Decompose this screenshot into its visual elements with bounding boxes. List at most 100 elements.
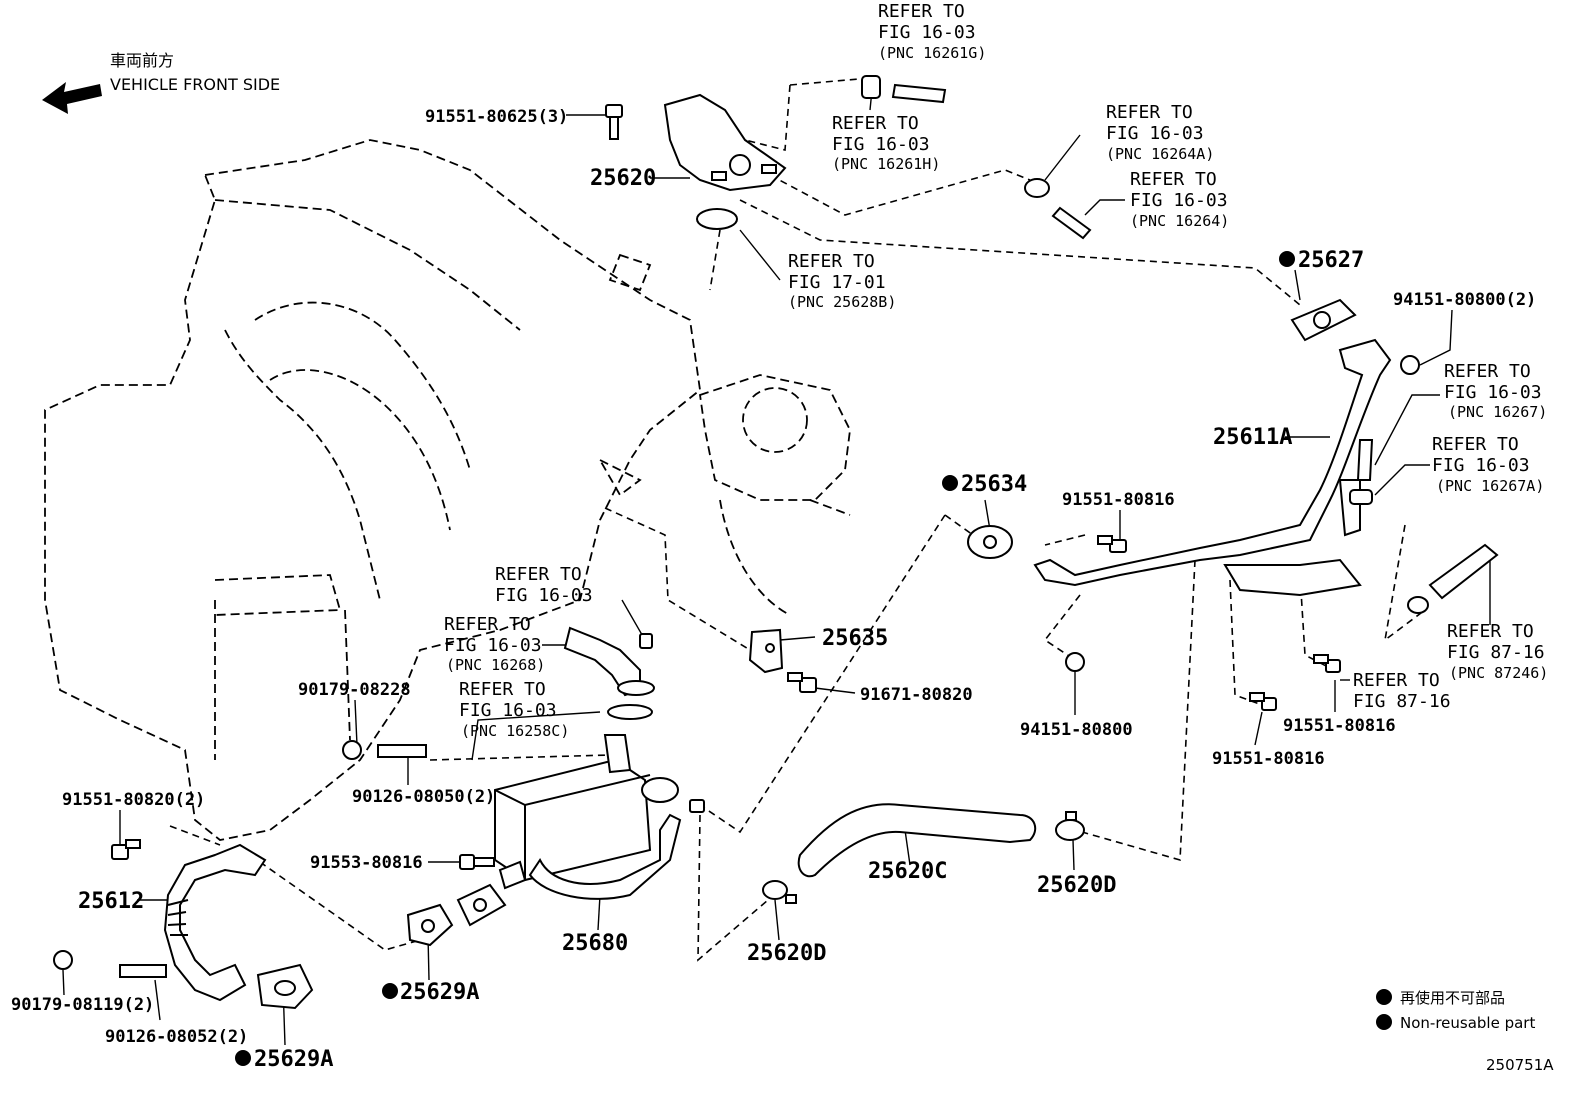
nut-90179-08119-icon — [53, 950, 73, 970]
svg-text:(PNC 16268): (PNC 16268) — [446, 656, 545, 674]
svg-text:REFER TO: REFER TO — [1353, 670, 1440, 691]
svg-text:REFER TO: REFER TO — [444, 614, 531, 635]
hose-16264 — [1051, 206, 1092, 240]
label-25635[interactable]: 25635 — [822, 626, 888, 651]
svg-text:(PNC 16264): (PNC 16264) — [1130, 212, 1229, 230]
front-label-en: VEHICLE FRONT SIDE — [110, 75, 280, 94]
label-90126-08052: 90126-08052(2) — [105, 1027, 248, 1047]
svg-text:FIG 16-03: FIG 16-03 — [1130, 190, 1228, 211]
svg-text:REFER TO: REFER TO — [1130, 169, 1217, 190]
gasket-25627[interactable] — [1290, 298, 1357, 342]
bolt-91551-80816-bottom-icon — [1249, 692, 1277, 711]
engine-outline — [44, 139, 701, 841]
gasket-16258c — [607, 704, 653, 720]
egr-valve-25620[interactable] — [663, 93, 787, 192]
clamp-25620d-right[interactable] — [1055, 811, 1085, 841]
svg-text:FIG 16-03: FIG 16-03 — [444, 635, 542, 656]
refer-25628b[interactable]: REFER TO FIG 17-01 (PNC 25628B) — [788, 251, 896, 311]
refer-16258c[interactable]: REFER TO FIG 16-03 (PNC 16258C) — [459, 679, 569, 740]
non-reusable-marker-icon — [942, 475, 958, 491]
svg-text:REFER TO: REFER TO — [1447, 621, 1534, 642]
label-90126-08050: 90126-08050(2) — [352, 787, 495, 807]
label-25629a-mid[interactable]: 25629A — [400, 980, 479, 1005]
legend-label-jp: 再使用不可部品 — [1400, 989, 1505, 1007]
svg-text:FIG 17-01: FIG 17-01 — [788, 272, 886, 293]
bolt-91551-80820-icon — [111, 839, 141, 860]
svg-text:(PNC 16261G): (PNC 16261G) — [878, 44, 986, 62]
non-reusable-marker-icon — [1279, 251, 1295, 267]
svg-text:FIG 16-03: FIG 16-03 — [878, 22, 976, 43]
hose-87246 — [1428, 543, 1499, 600]
label-91553-80816: 91553-80816 — [310, 853, 423, 873]
refer-fig-87-16[interactable]: REFER TO FIG 87-16 — [1353, 670, 1451, 712]
non-reusable-marker-icon — [382, 983, 398, 999]
refer-16267a[interactable]: REFER TO FIG 16-03 (PNC 16267A) — [1432, 434, 1544, 495]
egr-cooler-25680[interactable] — [494, 734, 705, 900]
svg-text:(PNC 16261H): (PNC 16261H) — [832, 155, 940, 173]
refer-16261h[interactable]: REFER TO FIG 16-03 (PNC 16261H) — [832, 113, 940, 173]
svg-text:(PNC 25628B): (PNC 25628B) — [788, 293, 896, 311]
part-labels: 91551-80625(3) 25620 25627 94151-80800(2… — [11, 107, 1536, 1072]
label-25620d-right[interactable]: 25620D — [1037, 873, 1116, 898]
front-arrow-icon — [42, 82, 102, 114]
label-25620d-left[interactable]: 25620D — [747, 941, 826, 966]
nut-94151-80800-2-icon — [1400, 355, 1420, 375]
label-91551-80816-top: 91551-80816 — [1062, 490, 1175, 510]
bracket-25635[interactable] — [748, 628, 784, 674]
refer-fig-16-03[interactable]: REFER TO FIG 16-03 — [495, 564, 593, 606]
pipe-16268 — [563, 626, 655, 697]
refer-16261g[interactable]: REFER TO FIG 16-03 (PNC 16261G) — [878, 1, 986, 62]
svg-text:FIG 87-16: FIG 87-16 — [1447, 642, 1545, 663]
clamp-25620d-left[interactable] — [762, 880, 797, 904]
svg-text:REFER TO: REFER TO — [459, 679, 546, 700]
label-91671-80820: 91671-80820 — [860, 685, 973, 705]
legend: 再使用不可部品 Non-reusable part — [1376, 989, 1535, 1032]
egr-pipe-25612[interactable] — [163, 843, 267, 1002]
nut-90179-08228-icon — [342, 740, 362, 760]
label-25627[interactable]: 25627 — [1298, 248, 1364, 273]
label-25680[interactable]: 25680 — [562, 931, 628, 956]
label-25611a[interactable]: 25611A — [1213, 425, 1292, 450]
refer-16268[interactable]: REFER TO FIG 16-03 (PNC 16268) — [444, 614, 545, 674]
label-25620[interactable]: 25620 — [590, 166, 656, 191]
clamp-87-16 — [1407, 596, 1429, 614]
svg-text:REFER TO: REFER TO — [832, 113, 919, 134]
egr-pipe-25611a[interactable] — [1033, 338, 1392, 597]
label-25629a-bottom[interactable]: 25629A — [254, 1047, 333, 1072]
gasket-25629a-bottom[interactable] — [256, 963, 314, 1010]
svg-text:FIG 16-03: FIG 16-03 — [495, 585, 593, 606]
svg-text:FIG 16-03: FIG 16-03 — [459, 700, 557, 721]
label-25612[interactable]: 25612 — [78, 889, 144, 914]
refer-87246[interactable]: REFER TO FIG 87-16 (PNC 87246) — [1447, 621, 1548, 682]
label-91551-80816-right: 91551-80816 — [1283, 716, 1396, 736]
label-90179-08119: 90179-08119(2) — [11, 995, 154, 1015]
refer-16264a[interactable]: REFER TO FIG 16-03 (PNC 16264A) — [1106, 102, 1214, 163]
bolt-refer-fig-16-03-icon — [639, 633, 653, 649]
stud-90126-08052-icon — [119, 964, 167, 978]
gasket-25634[interactable] — [967, 525, 1013, 559]
hose-16261g — [891, 83, 947, 104]
bolt-91551-80625-icon — [605, 104, 623, 140]
nut-94151-80800-icon — [1065, 652, 1085, 672]
label-25620c[interactable]: 25620C — [868, 859, 947, 884]
non-reusable-marker-icon — [1376, 989, 1392, 1005]
svg-text:FIG 16-03: FIG 16-03 — [1106, 123, 1204, 144]
label-25634[interactable]: 25634 — [961, 472, 1027, 497]
gasket-25629a-mid[interactable] — [406, 903, 454, 947]
vehicle-front-indicator: 車両前方 VEHICLE FRONT SIDE — [42, 51, 280, 114]
connection-lines — [169, 77, 1426, 962]
svg-text:REFER TO: REFER TO — [1106, 102, 1193, 123]
clamp-16261h — [861, 75, 881, 99]
hose-25620c[interactable] — [797, 803, 1037, 878]
hose-16267 — [1356, 439, 1374, 481]
label-94151-80800-2: 94151-80800(2) — [1393, 290, 1536, 310]
svg-text:(PNC 16267): (PNC 16267) — [1448, 403, 1547, 421]
refer-16264[interactable]: REFER TO FIG 16-03 (PNC 16264) — [1130, 169, 1229, 230]
non-reusable-marker-icon — [1376, 1014, 1392, 1030]
bolt-91553-80816-icon — [459, 854, 495, 870]
clamp-16264a — [1024, 178, 1050, 198]
throttle-body-outline — [699, 374, 851, 616]
label-90179-08228: 90179-08228 — [298, 680, 411, 700]
refer-16267[interactable]: REFER TO FIG 16-03 (PNC 16267) — [1444, 361, 1547, 421]
